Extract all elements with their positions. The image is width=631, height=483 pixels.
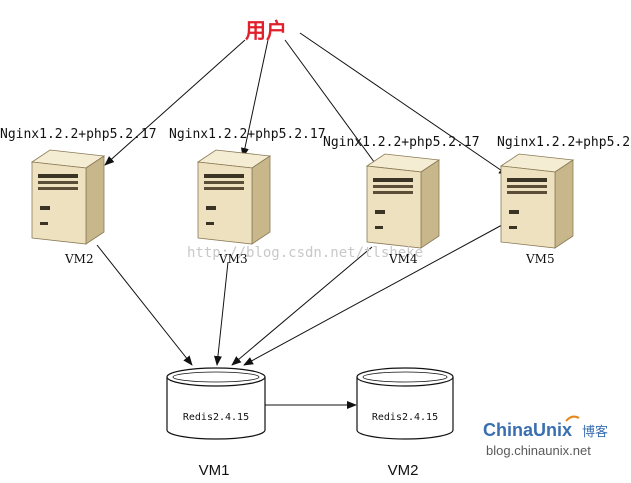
redis-node-name-vm2: VM2 bbox=[388, 462, 419, 479]
edge-vm4-to-redis bbox=[231, 246, 373, 366]
edge-user-to-vm2 bbox=[104, 39, 246, 166]
server-icon bbox=[499, 153, 575, 249]
server-name-vm3: VM3 bbox=[218, 252, 248, 266]
server-name-vm5: VM5 bbox=[525, 252, 555, 266]
redis-connections bbox=[96, 224, 503, 409]
edge-vm5-to-redis bbox=[243, 224, 503, 366]
database-icon bbox=[166, 367, 266, 440]
server-software-label-vm5: Nginx1.2.2+php5.2 bbox=[497, 135, 630, 150]
server-icon bbox=[30, 149, 106, 245]
user-connections bbox=[104, 32, 509, 176]
logo-swoosh bbox=[565, 415, 580, 422]
logo-suffix: 博客 bbox=[582, 424, 608, 439]
edge-vm3-to-redis bbox=[213, 261, 229, 366]
user-label: 用户 bbox=[245, 19, 287, 43]
redis-label-vm2: Redis2.4.15 bbox=[372, 412, 438, 423]
redis-node-name-vm1: VM1 bbox=[199, 462, 230, 479]
edge-user-to-vm3 bbox=[240, 39, 269, 158]
server-software-label-vm4: Nginx1.2.2+php5.2.17 bbox=[323, 135, 480, 150]
server-name-vm2: VM2 bbox=[64, 252, 94, 266]
edge-vm2-to-redis bbox=[96, 244, 193, 366]
edge-user-to-vm4 bbox=[284, 39, 381, 171]
edge-user-to-vm5 bbox=[299, 32, 509, 176]
server-name-vm4: VM4 bbox=[388, 252, 418, 266]
watermark-text: http://blog.csdn.net/tlsheke bbox=[187, 245, 423, 261]
server-icon bbox=[365, 153, 441, 249]
chinaunix-logo: ChinaUnix 博客 blog.chinaunix.net bbox=[483, 415, 608, 458]
redis-label-vm1: Redis2.4.15 bbox=[183, 412, 249, 423]
logo-url: blog.chinaunix.net bbox=[486, 443, 591, 458]
server-software-label-vm3: Nginx1.2.2+php5.2.17 bbox=[169, 127, 326, 142]
database-icon bbox=[356, 367, 454, 440]
server-icon bbox=[196, 149, 272, 245]
logo-brand: ChinaUnix bbox=[483, 420, 572, 440]
server-software-label-vm2: Nginx1.2.2+php5.2.17 bbox=[0, 127, 157, 142]
